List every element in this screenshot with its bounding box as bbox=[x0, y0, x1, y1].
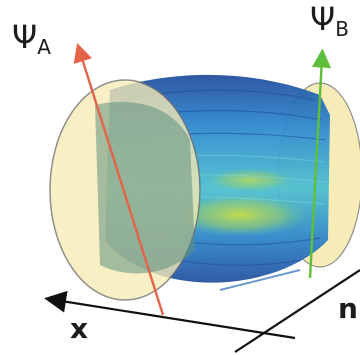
n-axis-line bbox=[234, 269, 360, 353]
red-arrow-icon bbox=[73, 42, 165, 316]
psi-b-label: ΨB bbox=[310, 0, 349, 41]
psi-a-label: ΨA bbox=[12, 18, 51, 59]
x-axis-label: x bbox=[70, 312, 88, 345]
plane-a-section bbox=[95, 101, 195, 274]
x-axis-line bbox=[44, 290, 296, 340]
green-arrow-icon bbox=[308, 48, 332, 279]
n-axis-label: n bbox=[338, 292, 358, 325]
